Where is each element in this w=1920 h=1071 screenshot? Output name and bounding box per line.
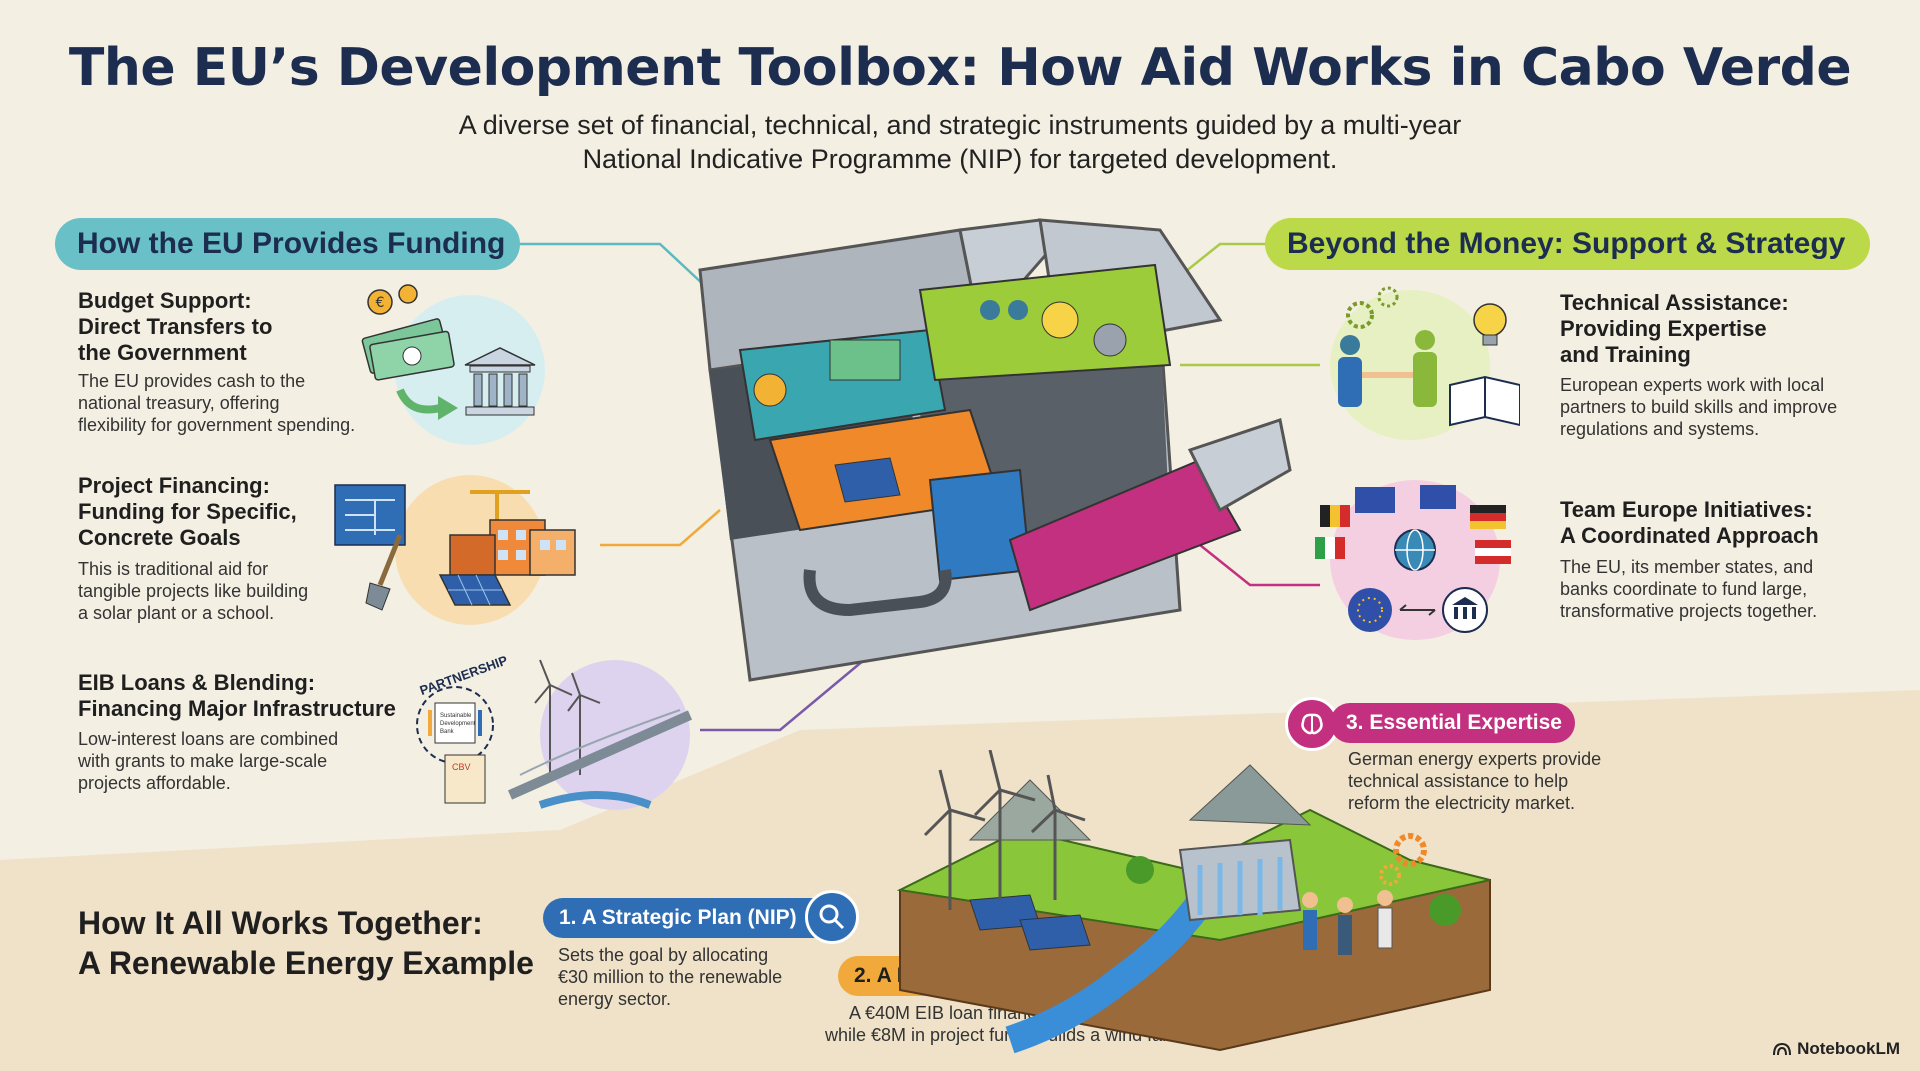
budget-illustration: € [361, 284, 536, 420]
page-subtitle: A diverse set of financial, technical, a… [458, 110, 1462, 174]
team-europe-desc: The EU, its member states, and banks coo… [1560, 557, 1818, 621]
lightbulb-icon [1473, 303, 1507, 346]
eib-icon-circle [540, 660, 690, 810]
budget-support-desc: The EU provides cash to the national tre… [78, 371, 356, 435]
green-tray [918, 263, 1172, 382]
solar-panel-icon [438, 574, 512, 606]
renewable-landscape-illustration [896, 750, 1491, 1054]
search-icon [805, 890, 859, 944]
toolbox-handle [803, 568, 952, 617]
eu-bank-link-icon [1348, 587, 1488, 633]
gear-icon [1379, 833, 1427, 886]
notebooklm-logo-icon [1773, 1042, 1792, 1056]
partnership-text: PARTNERSHIP [418, 655, 510, 698]
page-title: The EU’s Development Toolbox: How Aid Wo… [68, 38, 1852, 98]
people-icon [1302, 890, 1393, 955]
sdb-text-line-1: Sustainable [440, 713, 472, 719]
team-europe-illustration [1315, 485, 1511, 633]
toolbox-icon [698, 218, 1292, 682]
technical-assistance-title: Technical Assistance: Providing Expertis… [1560, 290, 1789, 367]
solar-panel-icon [969, 894, 1091, 951]
support-heading: Beyond the Money: Support & Strategy [1287, 227, 1846, 260]
shovel-icon [365, 534, 403, 611]
cbv-text: CBV [452, 762, 471, 772]
funding-heading: How the EU Provides Funding [77, 227, 506, 260]
lightbulb-icon [1041, 301, 1079, 339]
project-financing-desc: This is traditional aid for tangible pro… [78, 559, 309, 623]
handshake-icon [1338, 330, 1437, 407]
bank-icon [464, 347, 536, 416]
support-heading-pill: Beyond the Money: Support & Strategy [1265, 218, 1870, 270]
step-3-desc: German energy experts provide technical … [1348, 749, 1602, 813]
project-financing-title: Project Financing: Funding for Specific,… [78, 473, 297, 550]
globe-icon [1394, 529, 1436, 571]
svg-text:€: € [376, 295, 385, 311]
blue-tray [928, 468, 1032, 582]
team-europe-title: Team Europe Initiatives: A Coordinated A… [1560, 497, 1819, 548]
wind-turbine-icon [923, 750, 1086, 910]
gear-icon [1346, 286, 1399, 329]
bridge-icon [507, 709, 693, 809]
notebooklm-branding: NotebookLM [1773, 1039, 1900, 1059]
eib-loans-title: EIB Loans & Blending: Financing Major In… [78, 670, 396, 721]
project-illustration [334, 484, 576, 611]
euro-coin-icon: € [367, 284, 418, 315]
eib-illustration: PARTNERSHIP Sustainable Development Bank… [416, 655, 693, 809]
magenta-tray [1008, 458, 1242, 612]
teal-tray [738, 328, 947, 442]
step-3-pill: 3. Essential Expertise [1330, 703, 1575, 743]
technical-assistance-desc: European experts work with local partner… [1560, 375, 1838, 439]
step-1-desc: Sets the goal by allocating €30 million … [558, 945, 783, 1009]
flags-icon [1315, 485, 1511, 564]
technical-illustration [1338, 286, 1520, 427]
renewable-example-heading: How It All Works Together: A Renewable E… [78, 905, 534, 981]
banknotes-icon [361, 318, 455, 381]
notebooklm-label: NotebookLM [1797, 1039, 1900, 1058]
construction-buildings-icon [449, 490, 576, 576]
funding-heading-pill: How the EU Provides Funding [55, 218, 520, 270]
sdb-text-line-3: Bank [440, 729, 455, 735]
step-1-pill: 1. A Strategic Plan (NIP) [543, 898, 833, 938]
gear-icon [1093, 323, 1127, 357]
sdb-text-line-2: Development [440, 721, 476, 727]
book-icon [1449, 375, 1520, 427]
step-3-label: 3. Essential Expertise [1346, 711, 1562, 734]
arrow-icon [396, 388, 441, 414]
eib-loans-desc: Low-interest loans are combined with gra… [78, 729, 339, 793]
step-1-label: 1. A Strategic Plan (NIP) [559, 906, 797, 929]
budget-support-title: Budget Support: Direct Transfers to the … [78, 288, 273, 365]
svg-text:Sustainable Development: Sustainable Development Bank [440, 713, 477, 735]
document-icon [444, 754, 486, 804]
hydro-dam-icon [1178, 838, 1302, 922]
